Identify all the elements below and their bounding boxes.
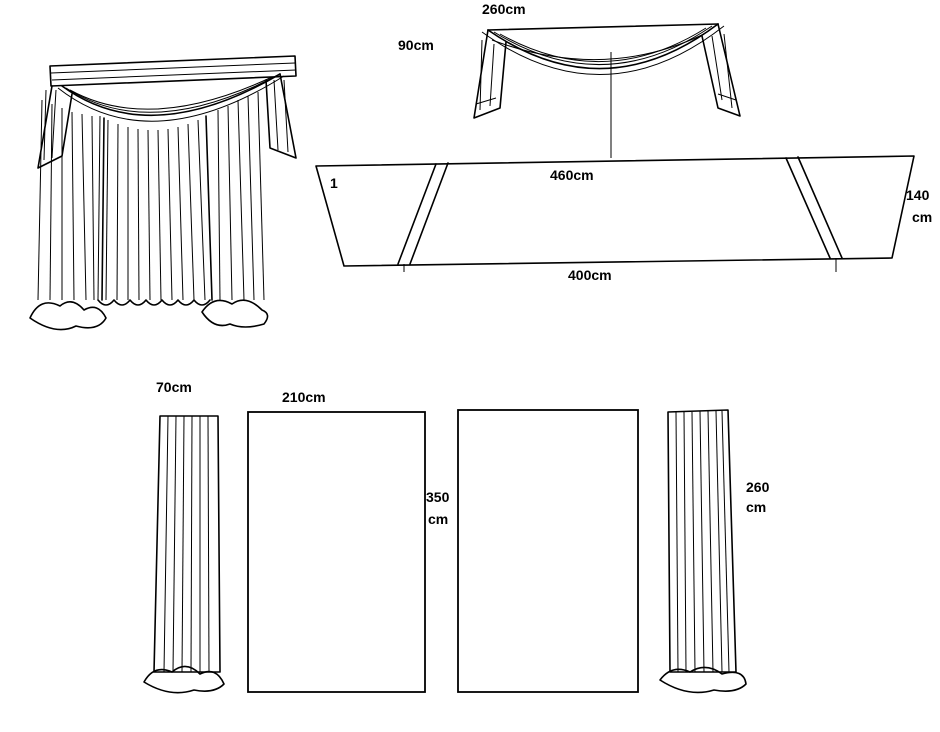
- pattern-top-label: 460cm: [550, 167, 594, 183]
- side-drape-right-icon: [659, 409, 747, 694]
- swag-valance-icon: [473, 23, 741, 119]
- side-height-unit: cm: [746, 499, 766, 515]
- side-drape-left-icon: [143, 415, 225, 694]
- curtain-illustration-icon: [29, 55, 297, 331]
- panel-height-unit: cm: [428, 511, 448, 527]
- pattern-height-unit: cm: [912, 209, 932, 225]
- swag-width-label: 260cm: [482, 1, 526, 17]
- swag-drop-label: 90cm: [398, 37, 434, 53]
- piece-number: 1: [330, 175, 338, 191]
- side-width-label: 70cm: [156, 379, 192, 395]
- valance-pattern-piece: [315, 155, 915, 272]
- panel-left: [247, 411, 426, 693]
- panel-width-label: 210cm: [282, 389, 326, 405]
- side-height-number: 260: [746, 479, 770, 495]
- panel-height-number: 350: [426, 489, 450, 505]
- pattern-bottom-label: 400cm: [568, 267, 612, 283]
- panel-right: [457, 409, 639, 693]
- pattern-height-number: 140: [906, 187, 930, 203]
